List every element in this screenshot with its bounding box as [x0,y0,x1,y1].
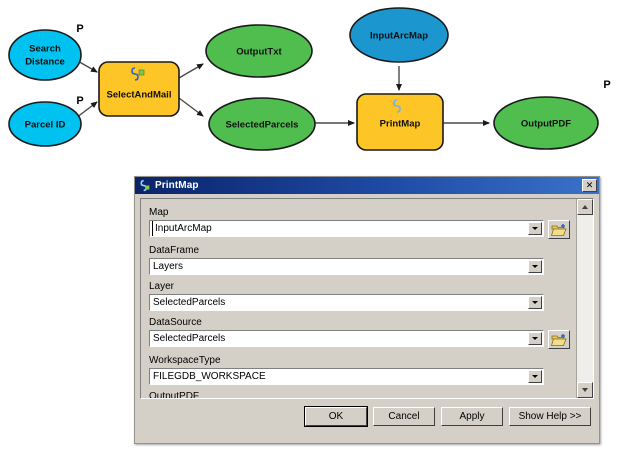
dialog-body: Map InputArcMap [135,194,599,445]
map-value: InputArcMap [152,221,528,236]
parameters-panel: Map InputArcMap [140,198,594,399]
dialog-titlebar[interactable]: PrintMap ✕ [135,177,599,194]
ok-button[interactable]: OK [304,406,368,427]
node-label-selected-parcels: SelectedParcels [226,120,299,131]
label-map: Map [149,207,169,218]
script-tool-icon-select-and-mail [131,67,145,81]
dataframe-value: Layers [153,261,184,272]
scroll-down-arrow-icon[interactable] [577,382,593,398]
parameter-marker-output-pdf: P [603,79,610,91]
vertical-scrollbar[interactable] [576,199,593,398]
datasource-browse-button[interactable] [548,330,570,349]
chevron-down-icon[interactable] [528,332,542,345]
field-group-datasource: DataSource SelectedParcels [149,316,570,349]
map-combobox[interactable]: InputArcMap [149,220,544,237]
connector-parcel-id-to-select-and-mail [75,101,98,119]
close-icon[interactable]: ✕ [582,179,597,192]
spacer [548,368,570,385]
diagram-node-input-arcmap[interactable]: InputArcMap [349,7,449,63]
scroll-up-arrow-icon[interactable] [577,199,593,215]
apply-button[interactable]: Apply [441,407,503,426]
connector-select-and-mail-to-output-txt [178,63,204,79]
node-label-output-pdf: OutputPDF [521,119,571,130]
diagram-node-search-distance[interactable]: Search Distance [8,29,82,81]
dialog-title: PrintMap [155,180,199,191]
chevron-down-icon[interactable] [528,222,542,235]
node-label-select-and-mail: SelectAndMail [107,90,172,101]
dialog-button-bar: OK Cancel Apply Show Help >> [135,399,599,445]
parameter-marker-search-distance: P [76,23,83,35]
diagram-node-output-txt[interactable]: OutputTxt [205,24,313,78]
label-workspacetype: WorkspaceType [149,355,221,366]
field-group-dataframe: DataFrame Layers [149,244,570,275]
diagram-node-output-pdf[interactable]: OutputPDF [493,96,599,150]
spacer [548,258,570,275]
diagram-node-parcel-id[interactable]: Parcel ID [8,101,82,147]
field-group-outputpdf: OutputPDF E:\pub\Discovery\DiscoveryTest… [149,390,570,399]
scrollbar-track[interactable] [577,215,593,382]
script-tool-icon [140,179,150,192]
printmap-dialog: PrintMap ✕ Map InputArcMap [134,176,600,444]
diagram-node-select-and-mail[interactable]: SelectAndMail [98,61,180,117]
node-label-input-arcmap: InputArcMap [370,31,428,42]
datasource-combobox[interactable]: SelectedParcels [149,330,544,347]
layer-value: SelectedParcels [153,297,226,308]
open-folder-add-icon [551,223,567,236]
workspacetype-combobox[interactable]: FILEGDB_WORKSPACE [149,368,544,385]
cancel-button[interactable]: Cancel [373,407,435,426]
label-datasource: DataSource [149,317,202,328]
field-group-map: Map InputArcMap [149,206,570,239]
workspacetype-value: FILEGDB_WORKSPACE [153,371,266,382]
chevron-down-icon[interactable] [528,296,542,309]
chevron-down-icon[interactable] [528,260,542,273]
node-label-search-distance-line1: Search [29,44,61,55]
spacer [548,294,570,311]
field-group-workspacetype: WorkspaceType FILEGDB_WORKSPACE [149,354,570,385]
parameter-marker-parcel-id: P [76,95,83,107]
label-layer: Layer [149,281,175,292]
parameters-list: Map InputArcMap [141,199,576,398]
node-label-parcel-id: Parcel ID [25,120,66,131]
label-dataframe: DataFrame [149,245,200,256]
node-label-search-distance-line2: Distance [25,57,65,68]
chevron-down-icon[interactable] [528,370,542,383]
field-group-layer: Layer SelectedParcels [149,280,570,311]
node-label-output-txt: OutputTxt [236,47,282,58]
dataframe-combobox[interactable]: Layers [149,258,544,275]
node-label-print-map: PrintMap [380,119,421,130]
open-folder-add-icon [551,333,567,346]
diagram-node-selected-parcels[interactable]: SelectedParcels [208,97,316,151]
map-browse-button[interactable] [548,220,570,239]
datasource-value: SelectedParcels [153,333,226,344]
diagram-node-print-map[interactable]: PrintMap [356,93,444,151]
layer-combobox[interactable]: SelectedParcels [149,294,544,311]
connector-group [75,59,490,126]
label-outputpdf: OutputPDF [149,391,200,399]
connector-select-and-mail-to-selected-parcels [178,97,204,117]
show-help-button[interactable]: Show Help >> [509,407,591,426]
model-diagram-canvas[interactable]: Search Distance P Parcel ID P SelectAndM… [0,0,628,175]
script-tool-icon-print-map [393,99,401,113]
